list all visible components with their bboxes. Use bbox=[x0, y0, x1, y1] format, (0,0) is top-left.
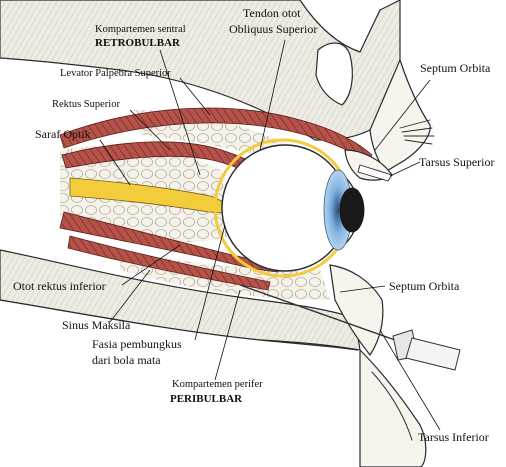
lens bbox=[340, 188, 364, 232]
label-peribulbar-heading: Kompartemen perifer bbox=[172, 379, 263, 390]
label-levator: Levator Palpebra Superior bbox=[60, 68, 171, 79]
label-retrobulbar-heading: Kompartemen sentral bbox=[95, 24, 186, 35]
label-tarsus-inferior: Tarsus Inferior bbox=[418, 430, 489, 444]
label-tendon-line1: Tendon otot bbox=[243, 6, 301, 20]
label-saraf-optik: Saraf Optik bbox=[35, 127, 91, 141]
cheek-skin bbox=[360, 350, 426, 467]
label-fasia-line2: dari bola mata bbox=[92, 353, 161, 367]
syringe-barrel bbox=[406, 338, 460, 370]
label-sinus-maksila: Sinus Maksila bbox=[62, 318, 131, 332]
label-otot-rektus-inferior: Otot rektus inferior bbox=[13, 279, 106, 293]
label-septum-orbita-top: Septum Orbita bbox=[420, 61, 491, 75]
label-rektus-superior: Rektus Superior bbox=[52, 99, 120, 110]
label-retrobulbar-name: RETROBULBAR bbox=[95, 37, 181, 49]
label-septum-orbita-bottom: Septum Orbita bbox=[389, 279, 460, 293]
label-tarsus-superior: Tarsus Superior bbox=[419, 155, 494, 169]
label-peribulbar-name: PERIBULBAR bbox=[170, 393, 243, 405]
label-fasia-line1: Fasia pembungkus bbox=[92, 337, 182, 351]
label-tendon-line2: Obliquus Superior bbox=[229, 22, 317, 36]
